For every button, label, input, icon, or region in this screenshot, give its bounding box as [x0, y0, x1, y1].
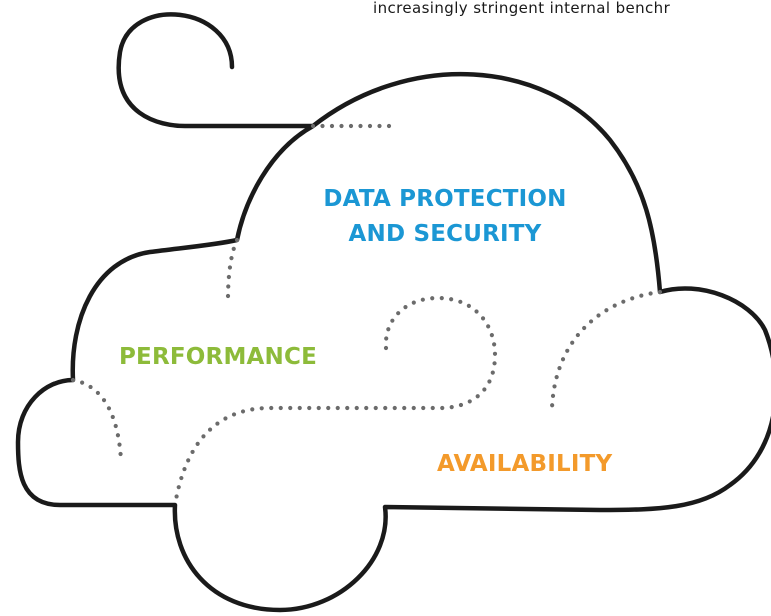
dotted-path-right: [549, 289, 663, 411]
label-data-protection-security: DATA PROTECTION AND SECURITY: [312, 182, 578, 252]
dotted-path-left-upper: [225, 237, 240, 301]
label-performance: PERFORMANCE: [119, 344, 317, 370]
caption-fragment: increasingly stringent internal benchr: [373, 0, 671, 17]
dotted-path-left-lower: [70, 377, 124, 463]
dotted-path-center-swirl: [172, 295, 498, 508]
cloud-outline: [15, 12, 771, 613]
label-security-line2: AND SECURITY: [348, 221, 542, 247]
label-availability: AVAILABILITY: [437, 451, 613, 477]
label-security-line1: DATA PROTECTION: [323, 186, 567, 212]
